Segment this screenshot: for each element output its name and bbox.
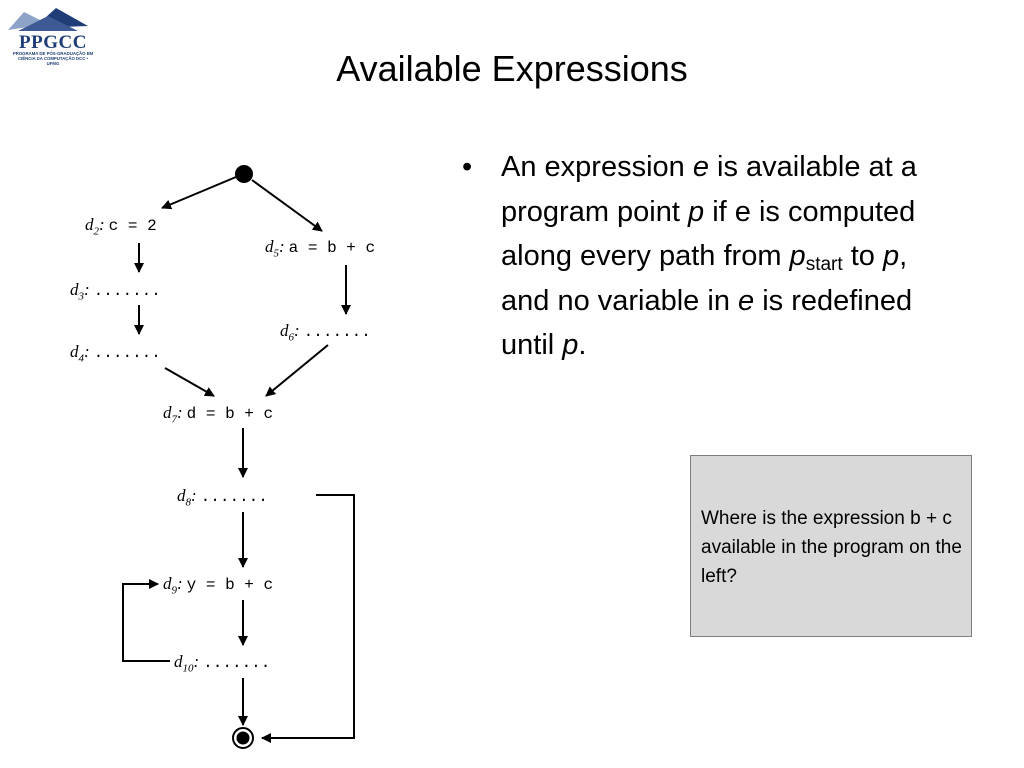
node-d6-code: ....... [303, 323, 371, 341]
edge-d10-d9-loop [122, 579, 170, 662]
node-d5: d5:a = b + c [265, 237, 376, 260]
node-d10-code: ....... [203, 654, 271, 672]
node-d8-code: ....... [200, 488, 268, 506]
logo-subtitle: PROGRAMA DE PÓS-GRADUAÇÃO EM CIÊNCIA DA … [12, 51, 94, 66]
bullet-marker: • [462, 151, 473, 183]
question-callout: Where is the expression b + c available … [690, 455, 972, 637]
edge-start-d2 [161, 176, 237, 210]
slide-title: Available Expressions [336, 48, 688, 89]
node-d7: d7:d = b + c [163, 403, 274, 426]
edge-d8-end [261, 494, 355, 743]
node-d9-code: y = b + c [186, 576, 274, 594]
node-d2: d2:c = 2 [85, 215, 157, 238]
node-d6: d6:....... [280, 321, 371, 344]
node-d5-code: a = b + c [288, 239, 376, 257]
node-d9: d9:y = b + c [163, 574, 274, 597]
node-d7-code: d = b + c [186, 405, 274, 423]
node-d3: d3:....... [70, 280, 161, 303]
callout-text: Where is the expression b + c available … [701, 508, 962, 587]
bullet-item: •An expression e is available at a progr… [462, 145, 962, 368]
edge-d4-d7 [164, 367, 215, 397]
node-d8: d8:....... [177, 486, 268, 509]
edge-d6-d7 [265, 344, 329, 397]
ppgcc-logo: PPGCC PROGRAMA DE PÓS-GRADUAÇÃO EM CIÊNC… [4, 4, 94, 66]
node-d2-code: c = 2 [108, 217, 157, 235]
definition-bullets: •An expression e is available at a progr… [462, 145, 962, 368]
node-d4: d4:....... [70, 342, 161, 365]
start-node [235, 165, 253, 183]
node-d10: d10:....... [174, 652, 271, 675]
logo-text: PPGCC [19, 32, 87, 53]
logo-emblem-icon [8, 8, 88, 31]
node-d3-code: ....... [93, 282, 161, 300]
edge-start-d5 [251, 179, 323, 232]
end-node-core [236, 731, 250, 745]
node-d4-code: ....... [93, 344, 161, 362]
